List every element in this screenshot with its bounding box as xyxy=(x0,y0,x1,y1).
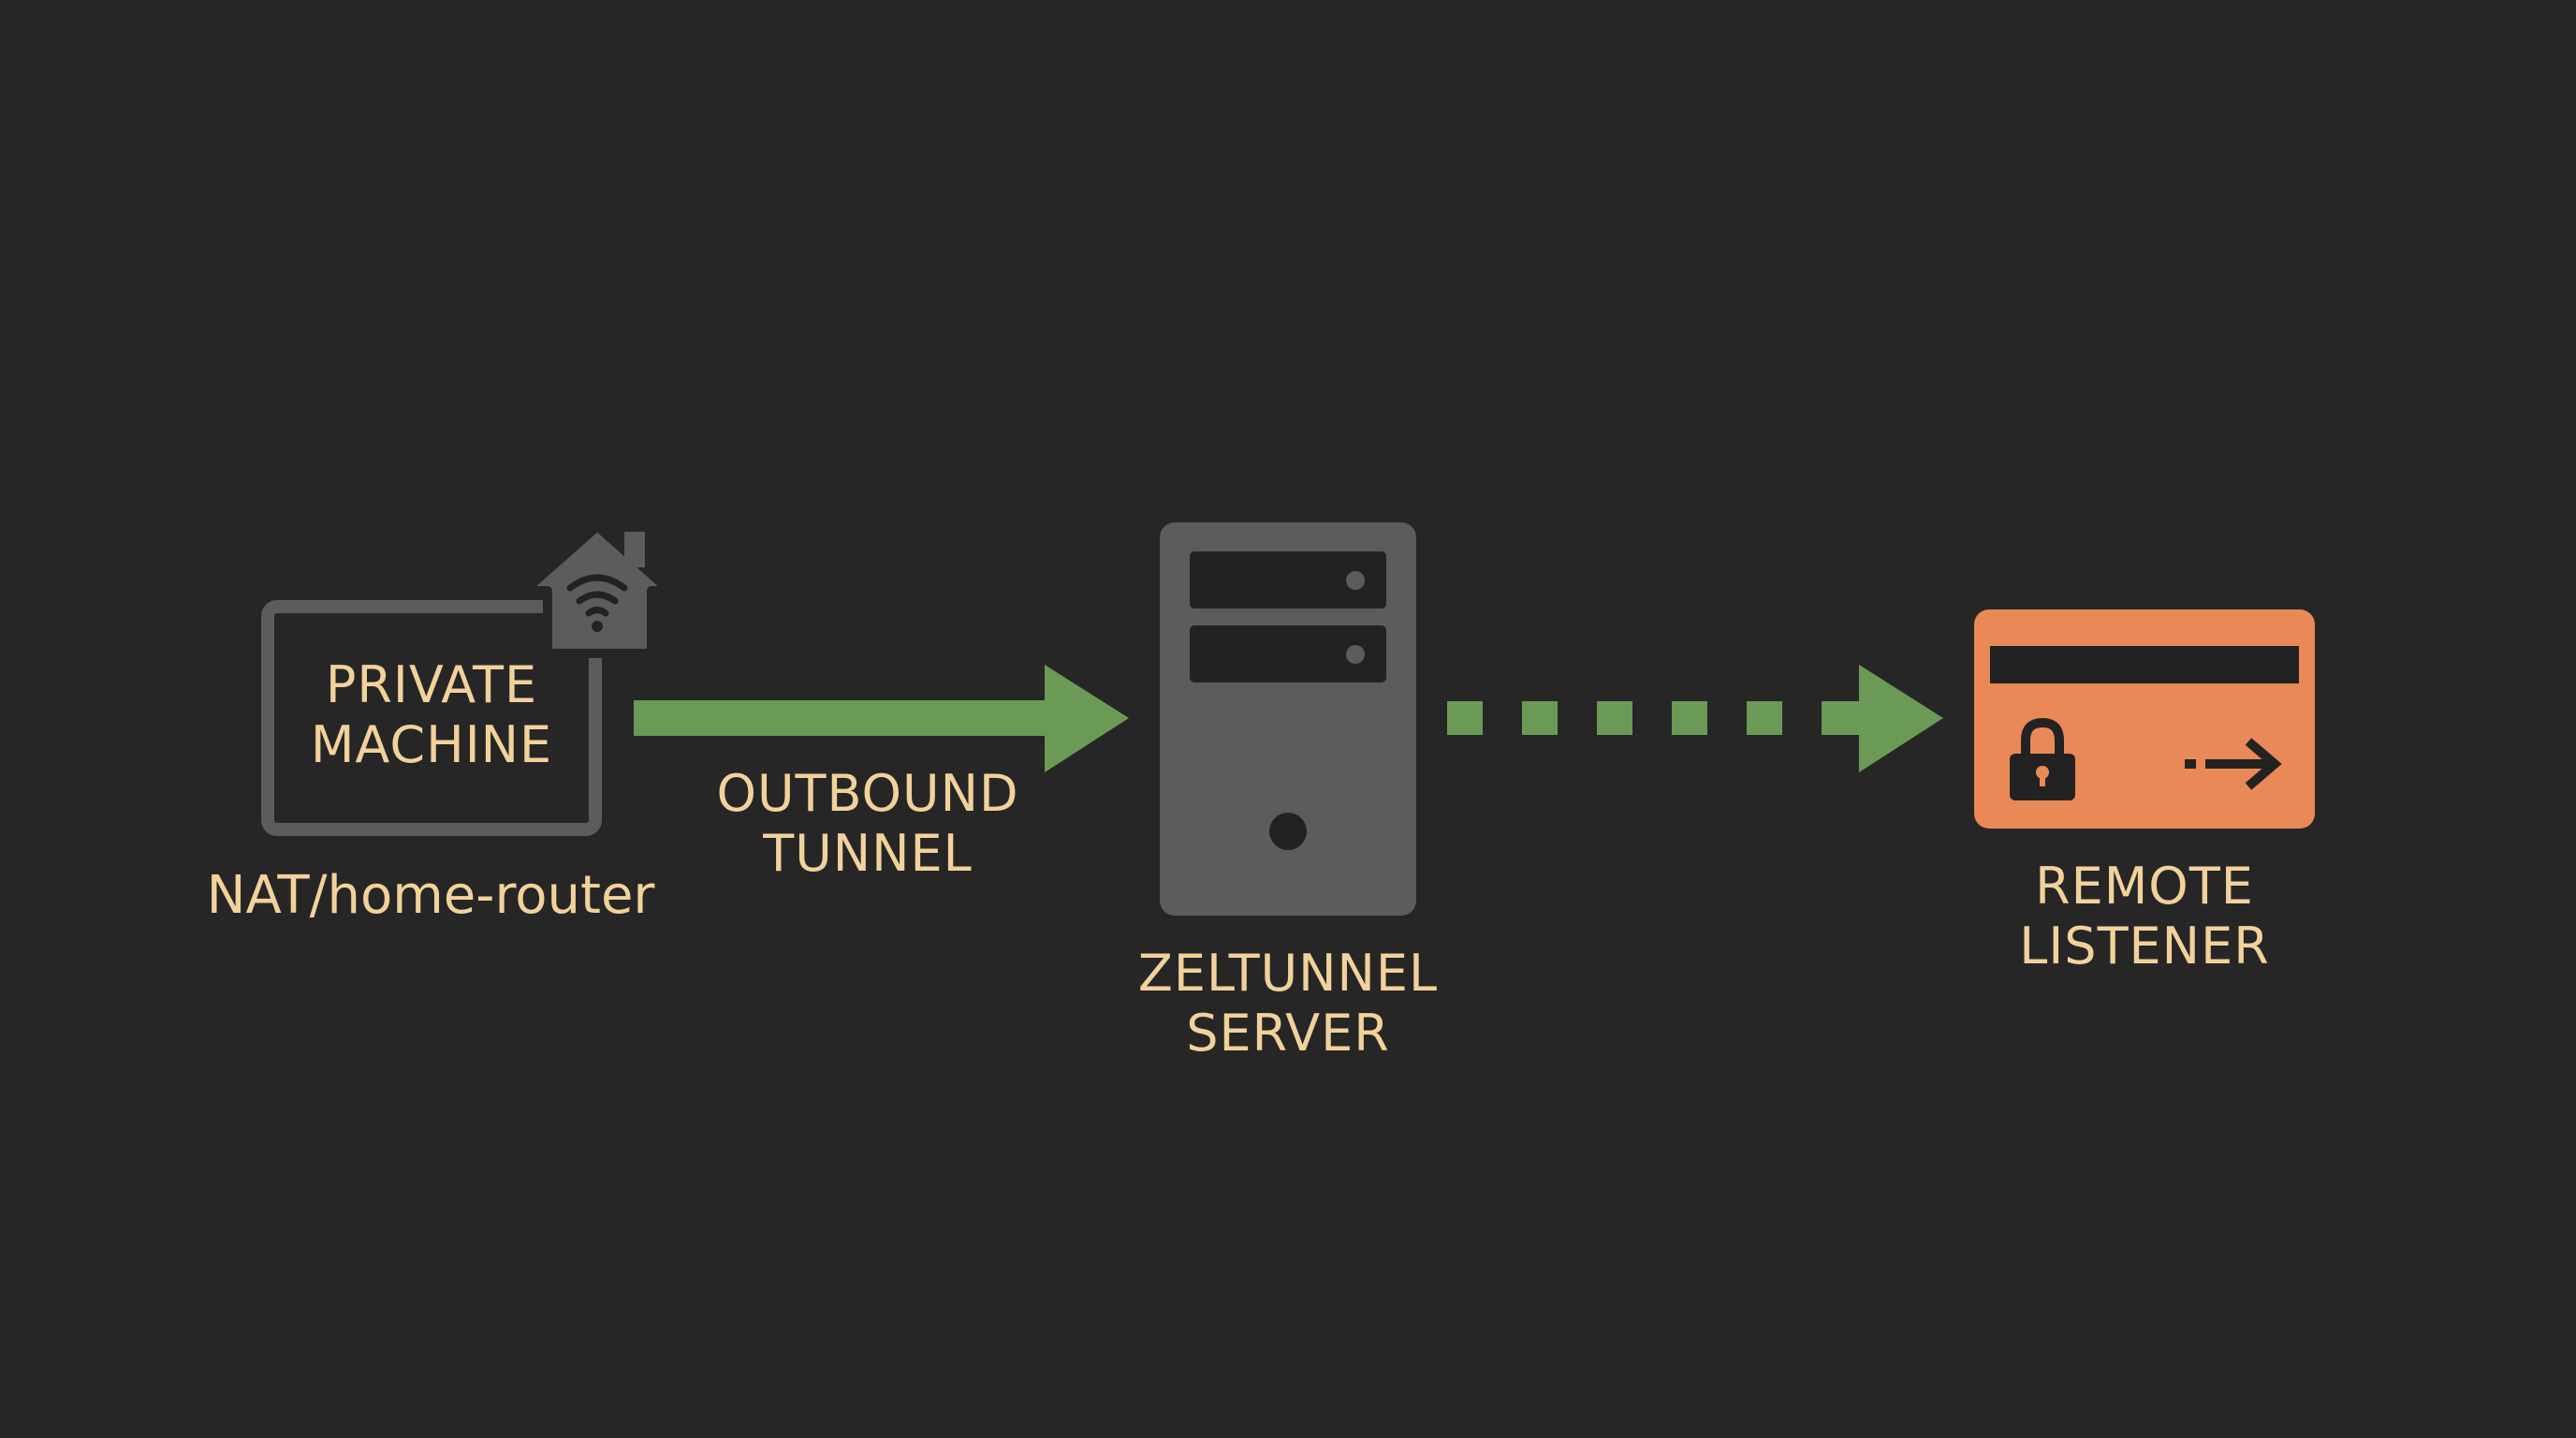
outbound-tunnel-label-line1: OUTBOUND xyxy=(716,764,1019,823)
card-lock-icon xyxy=(1974,609,2315,829)
server-drive-bay-2 xyxy=(1190,625,1386,682)
outbound-tunnel-arrow xyxy=(634,665,1129,772)
card-stripe xyxy=(1990,646,2299,683)
listener-label-line1: REMOTE xyxy=(2035,857,2254,916)
dash-segment xyxy=(1822,701,1859,735)
outbound-tunnel-label: OUTBOUND TUNNEL xyxy=(681,764,1055,884)
forward-dashed-arrow xyxy=(1447,665,1943,772)
server-label-line1: ZELTUNNEL xyxy=(1137,944,1439,1003)
forward-arrow-head xyxy=(1859,665,1943,772)
house-wifi-icon xyxy=(520,521,675,658)
private-machine-label: PRIVATE MACHINE xyxy=(268,655,595,775)
server-led-2 xyxy=(1346,645,1365,664)
dash-segment xyxy=(1747,701,1782,735)
private-machine-frame xyxy=(261,600,602,836)
dash-segment xyxy=(1522,701,1558,735)
outbound-arrow-shaft xyxy=(634,700,1051,736)
private-machine-label-line1: PRIVATE xyxy=(325,655,538,714)
dash-segment xyxy=(1672,701,1707,735)
arrow-right-icon xyxy=(2185,738,2282,790)
lock-icon xyxy=(2010,717,2075,800)
outbound-arrow-head xyxy=(1045,665,1129,772)
dash-segment xyxy=(1447,701,1483,735)
server-power-button xyxy=(1269,813,1307,850)
listener-label-line2: LISTENER xyxy=(2019,917,2270,976)
private-machine-node xyxy=(261,600,602,836)
outbound-tunnel-label-line2: TUNNEL xyxy=(763,824,973,883)
private-machine-label-line2: MACHINE xyxy=(310,715,553,774)
server-led-1 xyxy=(1346,571,1365,590)
server-label: ZELTUNNEL SERVER xyxy=(1101,944,1475,1064)
server-body xyxy=(1160,522,1416,916)
server-drive-bay-1 xyxy=(1190,551,1386,609)
listener-label: REMOTE LISTENER xyxy=(1957,857,2332,976)
dash-segment xyxy=(1597,701,1632,735)
server-label-line2: SERVER xyxy=(1186,1004,1390,1063)
server-tower-icon xyxy=(1160,522,1416,916)
private-machine-sublabel: NAT/home-router xyxy=(206,865,655,926)
